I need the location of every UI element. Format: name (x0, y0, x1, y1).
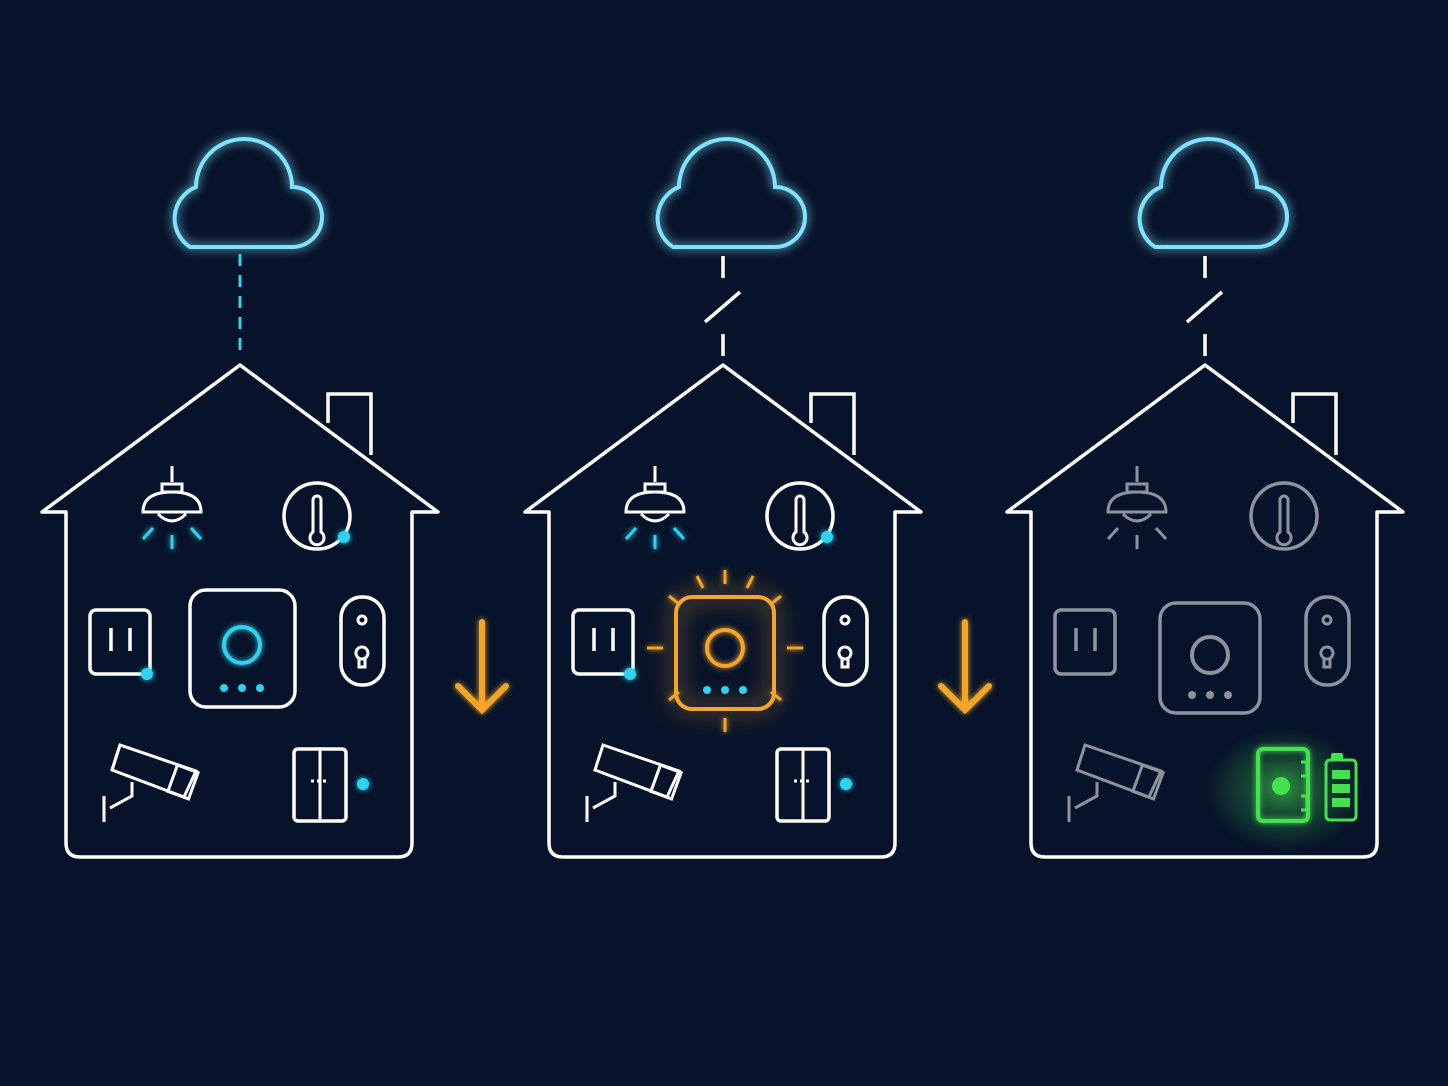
door-lock-icon (1256, 747, 1310, 823)
arrow-down-icon (938, 619, 992, 715)
panel-cloud-disconnected-local-hub (523, 137, 923, 859)
window-sensor-icon (775, 747, 852, 823)
ceiling-lamp-icon (141, 466, 203, 549)
house-outline (523, 363, 923, 859)
panel-cloud-connected (40, 137, 440, 859)
ceiling-lamp-icon (624, 466, 686, 549)
thermostat-icon (1249, 481, 1319, 551)
panel-offline-battery-backup (1005, 137, 1405, 859)
battery-icon (1324, 753, 1358, 822)
smart-lock-icon (822, 595, 869, 687)
smart-hub-icon (1158, 601, 1262, 715)
window-sensor-icon (292, 747, 369, 823)
house-outline (1005, 363, 1405, 859)
ceiling-lamp-icon (1106, 466, 1168, 549)
thermostat-icon (282, 481, 352, 551)
house-outline (40, 363, 440, 859)
power-outlet-icon (571, 608, 636, 680)
power-outlet-icon (1053, 608, 1117, 676)
security-camera-icon (102, 743, 201, 822)
arrow-down-icon (455, 619, 509, 715)
power-outlet-icon (88, 608, 153, 680)
smart-lock-icon (1304, 595, 1351, 687)
smart-hub-icon (188, 588, 297, 709)
smart-lock-icon (339, 595, 386, 687)
thermostat-icon (765, 481, 835, 551)
smart-hub-icon (647, 570, 803, 732)
security-camera-icon (1067, 743, 1166, 822)
cloud-icon (1137, 137, 1289, 249)
broken-connection-line (703, 256, 742, 356)
broken-connection-line (1185, 256, 1224, 356)
security-camera-icon (585, 743, 684, 822)
battery-backup-lock (1205, 728, 1365, 852)
cloud-icon (172, 137, 324, 249)
cloud-icon (655, 137, 807, 249)
